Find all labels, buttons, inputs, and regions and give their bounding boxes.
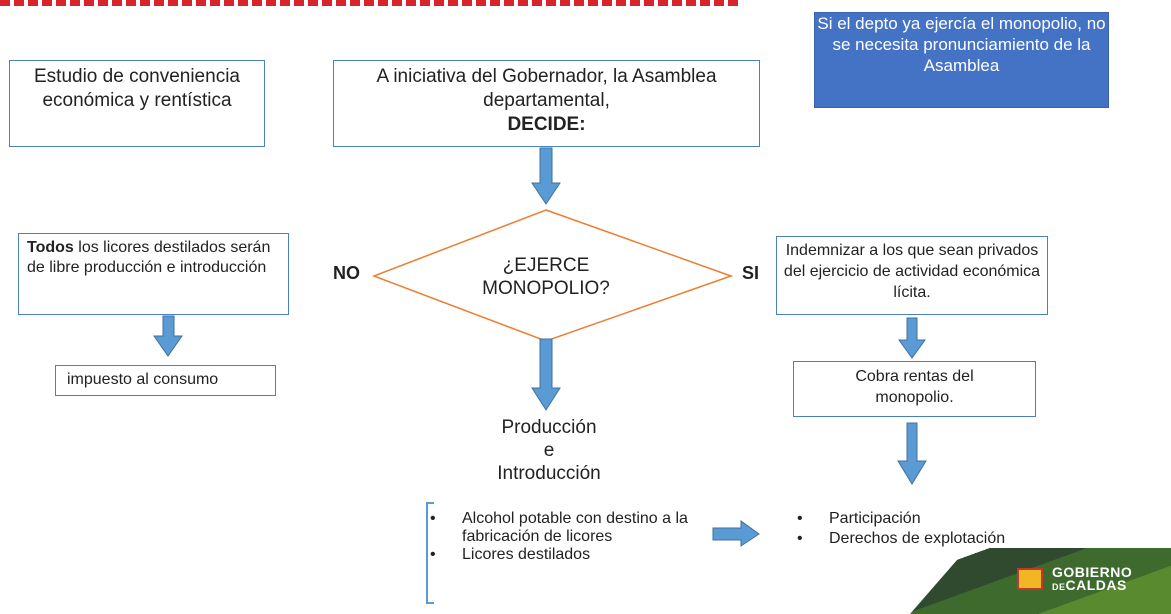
production-line1: Producción (501, 417, 597, 438)
product-list: Alcohol potable con destino a la fabrica… (430, 510, 710, 564)
arrow-right-to-revenue-types (712, 520, 760, 547)
production-line2: e (543, 440, 555, 461)
arrow-down-to-production (531, 338, 561, 411)
logo-line2: CALDAS (1065, 577, 1127, 593)
free-production-box: Todos los licores destilados serán de li… (18, 233, 289, 315)
indemnity-box: Indemnizar a los que sean privados del e… (776, 236, 1048, 315)
logo-line2-prefix: DE (1052, 582, 1066, 592)
product-item: Alcohol potable con destino a la fabrica… (430, 510, 710, 546)
arrow-down-to-decision (531, 147, 561, 205)
arrow-down-to-rents (898, 317, 926, 359)
consumption-tax-text: impuesto al consumo (67, 371, 219, 388)
logo-line1: GOBIERNO (1052, 564, 1133, 580)
production-introduction-title: Producción e Introducción (474, 416, 624, 485)
no-label: NO (333, 263, 360, 283)
consumption-tax-box: impuesto al consumo (55, 365, 276, 396)
arrow-down-to-revenue-types (897, 422, 927, 485)
study-box-text: Estudio de conveniencia económica y rent… (34, 66, 240, 111)
arrow-down-to-tax (153, 315, 183, 357)
free-production-text: los licores destilados serán de libre pr… (27, 239, 271, 276)
product-item: Licores destilados (430, 546, 710, 564)
initiative-decide: DECIDE: (507, 114, 586, 135)
revenue-type-item: Derechos de explotación (797, 529, 1005, 549)
decision-line2: MONOPOLIO? (482, 278, 610, 299)
indemnity-text: Indemnizar a los que sean privados del e… (783, 242, 1041, 301)
note-monopoly-exists: Si el depto ya ejercía el monopolio, no … (814, 12, 1109, 108)
yes-label: SI (742, 263, 760, 283)
revenue-types-list: Participación Derechos de explotación (797, 509, 1005, 549)
note-text: Si el depto ya ejercía el monopolio, no … (817, 14, 1106, 75)
initiative-box: A iniciativa del Gobernador, la Asamblea… (333, 60, 760, 147)
rents-box: Cobra rentas del monopolio. (793, 361, 1036, 417)
initiative-text: A iniciativa del Gobernador, la Asamblea… (376, 66, 717, 111)
rents-text: Cobra rentas del monopolio. (855, 368, 974, 406)
caldas-seal-icon (1017, 568, 1043, 590)
top-dashed-rule (0, 0, 740, 6)
study-box: Estudio de conveniencia económica y rent… (9, 60, 265, 147)
gobierno-caldas-logo-text: GOBIERNO DECALDAS (1052, 564, 1133, 594)
production-line3: Introducción (497, 463, 601, 484)
decision-line1: ¿EJERCE (502, 255, 590, 276)
revenue-type-item: Participación (797, 509, 1005, 529)
list-bracket (426, 502, 434, 604)
decision-text: ¿EJERCE MONOPOLIO? (446, 254, 646, 300)
free-production-bold: Todos (27, 239, 74, 256)
